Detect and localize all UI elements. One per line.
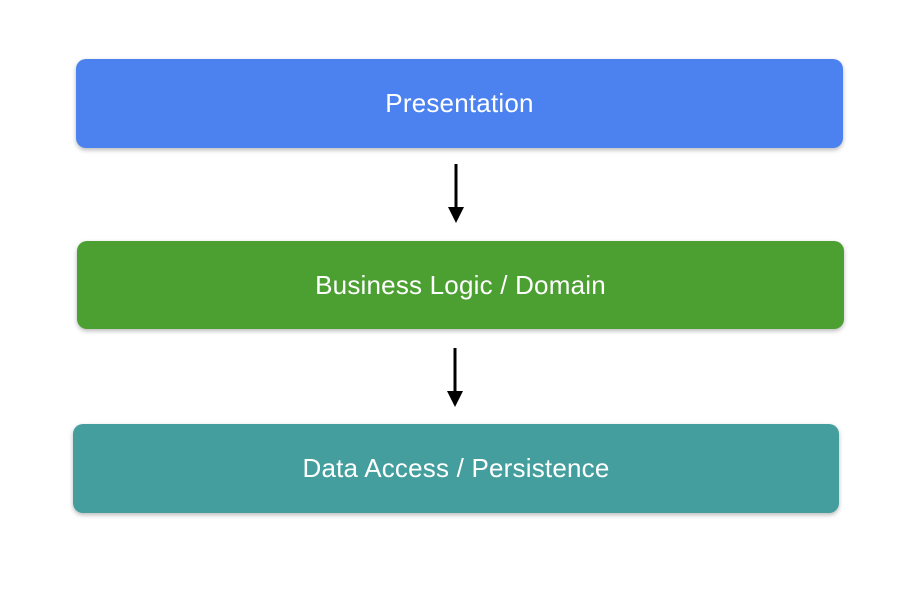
layer-box-presentation: Presentation xyxy=(76,59,843,148)
layer-label-presentation: Presentation xyxy=(385,88,534,118)
layer-box-data-access: Data Access / Persistence xyxy=(73,424,839,513)
arrow-down-icon xyxy=(447,348,463,407)
layer-label-data-access: Data Access / Persistence xyxy=(302,453,610,483)
layer-label-business-logic: Business Logic / Domain xyxy=(315,269,606,300)
arrow-down-icon xyxy=(448,164,464,223)
layer-box-business-logic: Business Logic / Domain xyxy=(77,241,844,329)
